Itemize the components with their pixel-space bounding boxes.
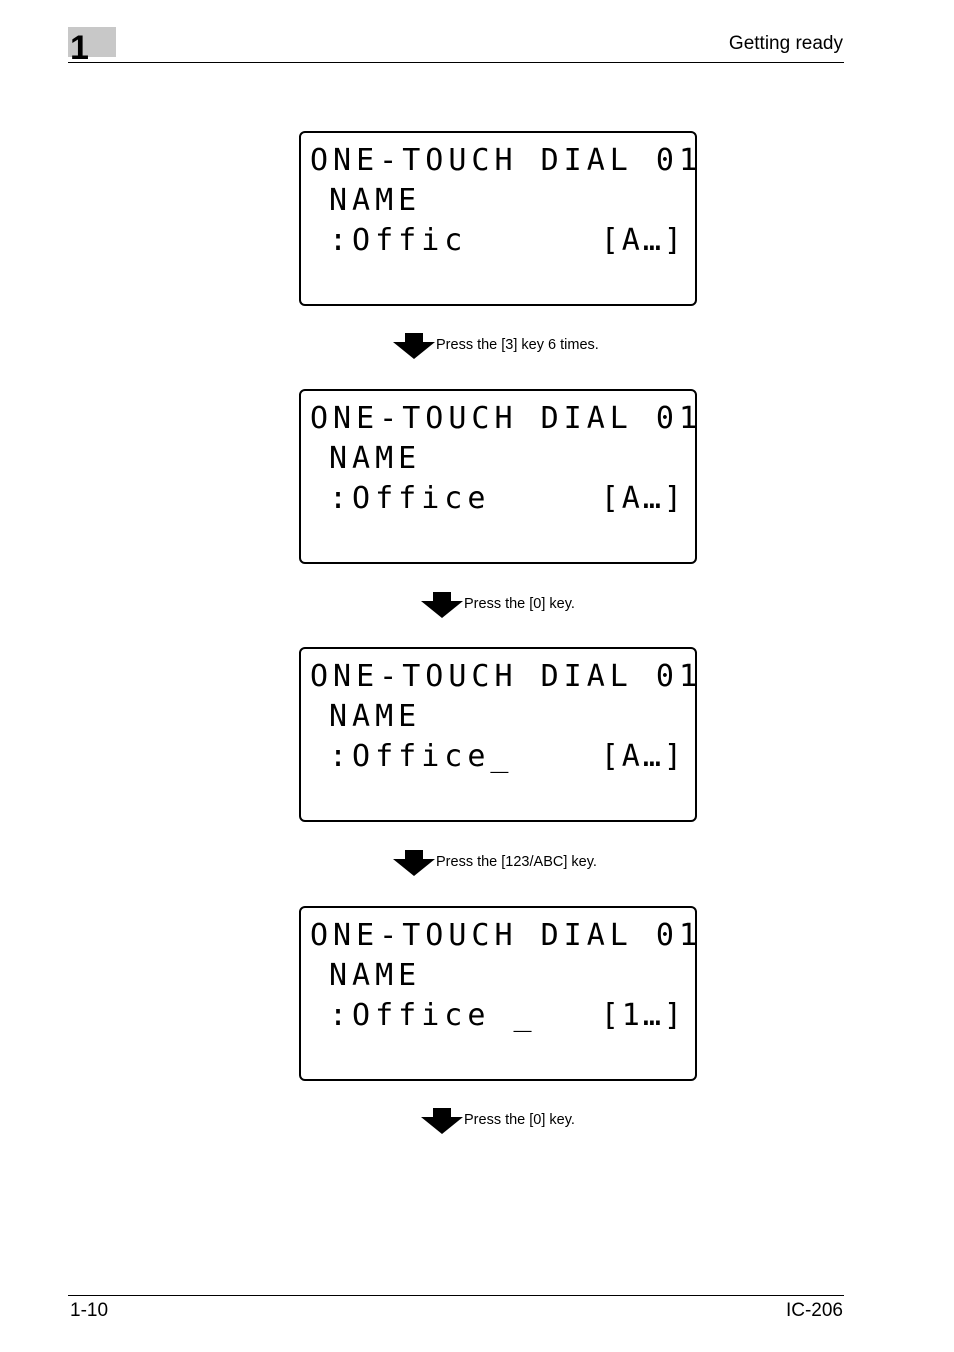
footer-rule: [68, 1295, 844, 1296]
chapter-number: 1: [70, 29, 89, 67]
lcd-line-2: NAME: [329, 441, 422, 476]
lcd-line-2: NAME: [329, 699, 422, 734]
header-rule: [68, 62, 844, 63]
lcd-input-mode: [1…]: [600, 998, 685, 1033]
lcd-line-3: :Office _: [329, 998, 537, 1033]
lcd-screen: ONE-TOUCH DIAL 01 NAME :Office _ [1…]: [299, 906, 697, 1081]
lcd-line-2: NAME: [329, 958, 422, 993]
header-title: Getting ready: [728, 33, 843, 54]
down-arrow-icon: [421, 1108, 463, 1134]
lcd-input-mode: [A…]: [600, 739, 685, 774]
lcd-line-1: ONE-TOUCH DIAL 01: [310, 401, 703, 436]
instruction-text: Press the [0] key.: [464, 1112, 575, 1128]
instruction-text: Press the [0] key.: [464, 596, 575, 612]
down-arrow-icon: [393, 333, 435, 359]
instruction-text: Press the [3] key 6 times.: [436, 337, 599, 353]
lcd-screen: ONE-TOUCH DIAL 01 NAME :Office_ [A…]: [299, 647, 697, 822]
lcd-input-mode: [A…]: [600, 223, 685, 258]
chapter-tab: [68, 27, 116, 57]
lcd-line-1: ONE-TOUCH DIAL 01: [310, 659, 703, 694]
lcd-line-3: :Offic: [329, 223, 468, 258]
model-name: IC-206: [785, 1300, 843, 1321]
lcd-line-3: :Office: [329, 481, 491, 516]
lcd-line-3: :Office_: [329, 739, 514, 774]
down-arrow-icon: [393, 850, 435, 876]
lcd-line-1: ONE-TOUCH DIAL 01: [310, 918, 703, 953]
lcd-line-1: ONE-TOUCH DIAL 01: [310, 143, 703, 178]
page-number: 1-10: [70, 1300, 109, 1321]
lcd-input-mode: [A…]: [600, 481, 685, 516]
down-arrow-icon: [421, 592, 463, 618]
instruction-text: Press the [123/ABC] key.: [436, 854, 597, 870]
lcd-screen: ONE-TOUCH DIAL 01 NAME :Offic [A…]: [299, 131, 697, 306]
lcd-screen: ONE-TOUCH DIAL 01 NAME :Office [A…]: [299, 389, 697, 564]
lcd-line-2: NAME: [329, 183, 422, 218]
